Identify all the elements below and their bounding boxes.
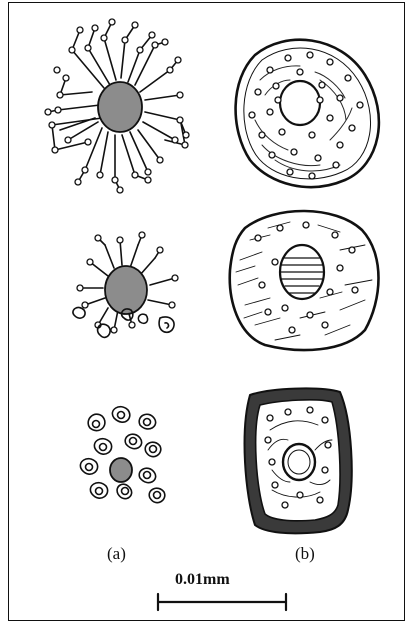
cell-b3 bbox=[245, 388, 352, 533]
cell-b2 bbox=[230, 211, 379, 350]
cell-b1 bbox=[236, 40, 379, 187]
scale-bar bbox=[158, 594, 286, 610]
cell-a3 bbox=[80, 407, 164, 503]
cell-a2 bbox=[73, 232, 178, 337]
panel-label-b: (b) bbox=[295, 545, 315, 562]
cell-a1 bbox=[45, 19, 189, 193]
scale-bar-label: 0.01mm bbox=[175, 572, 230, 588]
panel-label-a: (a) bbox=[107, 545, 126, 562]
